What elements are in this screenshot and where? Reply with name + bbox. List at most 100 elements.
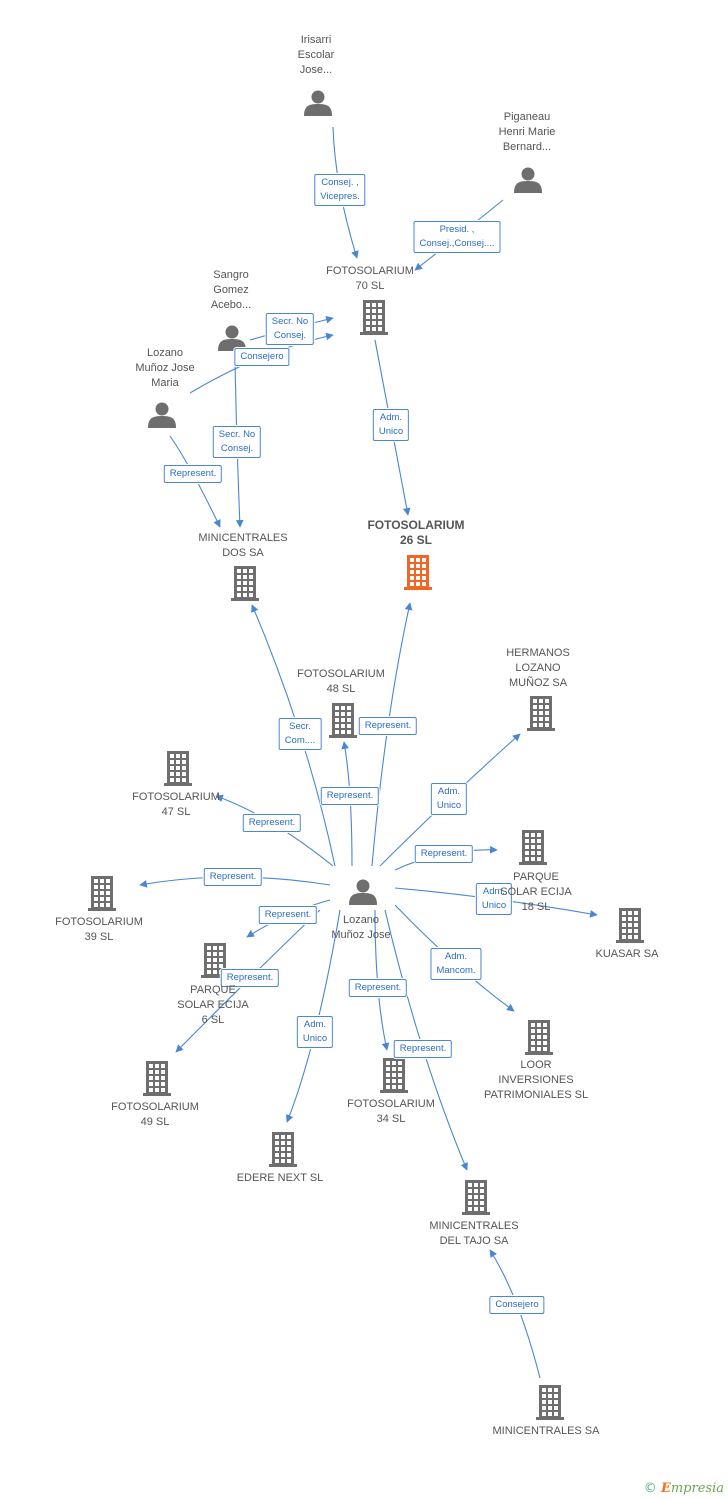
building-icon[interactable] [462,1180,490,1215]
building-icon[interactable] [231,566,259,601]
edge-label[interactable]: Represent. [258,906,318,924]
edge-label-line: Adm. [379,412,403,423]
person-icon[interactable] [218,325,246,352]
edge-minisa-to-minitajo [489,1249,541,1379]
node-label-kuasar[interactable]: KUASAR SA [596,947,659,962]
building-icon[interactable] [525,1020,553,1055]
edge-label[interactable]: Adm.Unico [475,883,513,915]
edge-label[interactable]: Represent. [242,814,302,832]
node-label-line: 47 SL [161,806,191,818]
node-label-line: 49 SL [140,1116,170,1128]
building-icon[interactable] [536,1385,564,1420]
edge-label[interactable]: Presid. ,Consej.,Consej.... [413,221,501,253]
edge-label-line: Represent. [326,790,374,801]
edge-label[interactable]: Represent. [203,868,263,886]
edge-label[interactable]: Represent. [393,1040,453,1058]
node-label-line: MINICENTRALES [429,1220,519,1232]
edge-label-line: Consej. [273,330,307,341]
edge-label-line: Represent. [399,1043,447,1054]
node-label-line: FOTOSOLARIUM [367,518,465,532]
building-icon[interactable] [519,830,547,865]
person-icon[interactable] [148,402,176,429]
node-label-line: DEL TAJO SA [439,1235,509,1247]
edge-label[interactable]: Consej. ,Vicepres. [314,174,366,206]
building-icon[interactable] [360,300,388,335]
building-icon[interactable] [164,751,192,786]
edge-label-line: Adm. [444,951,468,962]
edge-label-line: Represent. [364,720,412,731]
node-label-line: PATRIMONIALES SL [483,1089,589,1101]
building-icon[interactable] [269,1132,297,1167]
edge-label[interactable]: Secr. No Consej. [212,426,262,458]
node-label-line: 70 SL [355,280,385,292]
edge-label-line: Represent. [354,982,402,993]
node-label-minisa[interactable]: MINICENTRALES SA [493,1424,600,1439]
edge-label-line: Secr. [289,721,311,732]
edge-label-line: Represent. [209,871,257,882]
building-icon[interactable] [380,1058,408,1093]
node-label-line: Muñoz Jose [135,362,195,374]
node-label-line: KUASAR SA [595,948,659,960]
node-label-line: Maria [151,377,179,389]
edge-label-line: Represent. [264,909,312,920]
edge-label-line: Adm. [482,886,506,897]
edge-label[interactable]: Represent. [358,717,418,735]
edge-label-line: Presid. , [439,224,475,235]
building-icon[interactable] [527,696,555,731]
edge-label[interactable]: Represent. [220,969,280,987]
edge-label[interactable]: Adm.Unico [296,1016,334,1048]
node-label-line: Irisarri [300,34,332,46]
edge-label[interactable]: Adm. Unico [372,409,410,441]
edge-label[interactable]: Represent. [163,465,223,483]
person-icon[interactable] [514,167,542,194]
edge-label[interactable]: Represent. [414,845,474,863]
building-icon[interactable] [616,908,644,943]
node-label-line: Escolar [297,49,335,61]
edge-label[interactable]: Represent. [348,979,408,997]
edge-label[interactable]: Represent. [320,787,380,805]
node-label-line: Henri Marie [498,126,556,138]
edge-label[interactable]: Consejero [489,1296,545,1314]
brand-initial: E [660,1481,671,1496]
edge-label-line: Represent. [169,468,217,479]
edge-label-line: Unico [378,426,404,437]
building-icon[interactable] [329,703,357,738]
building-icon[interactable] [404,555,432,590]
node-label-line: Sangro [213,269,249,281]
edge-label[interactable]: Adm.Unico [430,783,468,815]
edge-label-line: Consejero [495,1299,539,1310]
edge-label-line: Consej. [220,443,254,454]
person-icon[interactable] [349,879,377,906]
edge-label[interactable]: Adm.Mancom. [430,948,482,980]
building-icon[interactable] [88,876,116,911]
node-label-line: 18 SL [521,901,551,913]
edge-label[interactable]: Consejero [234,348,290,366]
edge-label-line: Secr. No [218,429,256,440]
node-label-minitajo[interactable]: MINICENTRALES DEL TAJO SA [429,1219,518,1249]
edge-label[interactable]: Secr.Com.... [278,718,322,750]
person-icon[interactable] [304,90,332,117]
node-label-line: FOTOSOLARIUM [297,668,385,680]
node-label-edere[interactable]: EDERE NEXT SL [237,1171,324,1186]
node-label-line: 34 SL [376,1113,406,1125]
node-label-line: LOOR [520,1059,552,1071]
building-icon[interactable] [143,1061,171,1096]
